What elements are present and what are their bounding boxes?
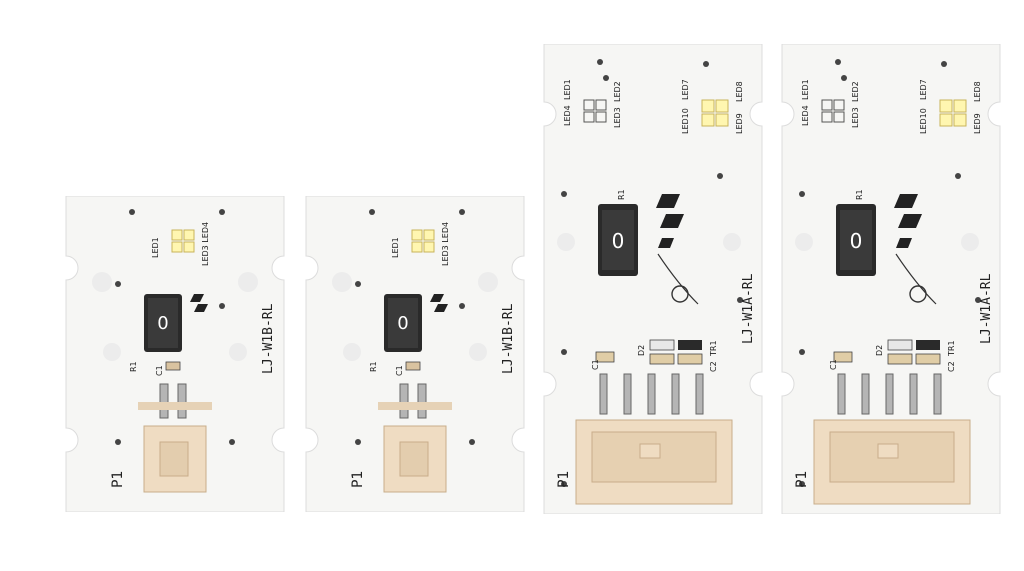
resistor-label: R1	[617, 189, 626, 200]
resistor-value: 0	[612, 229, 625, 253]
led-label-9: LED9	[735, 113, 744, 134]
led-board-3: LED4 LED1 LED3 LED2 LED10 LED7 LED9 LED8…	[540, 44, 766, 514]
led-label-10: LED10	[919, 108, 928, 134]
capacitor-label: C1	[395, 365, 404, 376]
led-label-3: LED3	[851, 107, 860, 128]
transistor-label: TR1	[947, 340, 956, 357]
model-label: LJ-W1B-RL	[501, 303, 516, 374]
resistor-label: R1	[129, 361, 138, 372]
led-label-4: LED4	[801, 105, 810, 126]
diode-label: D2	[637, 345, 646, 356]
capacitor-label: C1	[591, 359, 600, 370]
led-label-8: LED8	[735, 81, 744, 102]
led-board-2: LED1 LED3 LED4 0 R1 C1 P1 LJ-W1B-RL	[302, 196, 528, 512]
model-label: LJ-W1B-RL	[261, 303, 276, 374]
led-label-a: LED1	[151, 237, 160, 258]
led-label-1: LED1	[801, 79, 810, 100]
connector-label: P1	[556, 471, 572, 488]
resistor-label: R1	[369, 361, 378, 372]
led-label-2: LED2	[613, 81, 622, 102]
led-label-b: LED3 LED4	[441, 222, 450, 266]
led-board-1: LED1 LED3 LED4 0 R1 C1 P1 LJ-W1B-RL	[62, 196, 288, 512]
diode-label: D2	[875, 345, 884, 356]
resistor-value: 0	[850, 229, 863, 253]
led-label-a: LED1	[391, 237, 400, 258]
resistor-value: 0	[157, 313, 168, 334]
model-label: LJ-W1A-RL	[979, 273, 994, 344]
led-label-8: LED8	[973, 81, 982, 102]
capacitor-label: C1	[829, 359, 838, 370]
c2-label: C2	[947, 361, 956, 372]
brand-logo-icon	[430, 294, 448, 312]
connector-label: P1	[350, 471, 366, 488]
led-board-4: LED4 LED1 LED3 LED2 LED10 LED7 LED9 LED8…	[778, 44, 1004, 514]
connector-label: P1	[794, 471, 810, 488]
resistor-value: 0	[397, 313, 408, 334]
connector-label: P1	[110, 471, 126, 488]
led-label-7: LED7	[919, 79, 928, 100]
transistor-label: TR1	[709, 340, 718, 357]
c2-label: C2	[709, 361, 718, 372]
brand-logo-icon	[190, 294, 208, 312]
led-label-10: LED10	[681, 108, 690, 134]
model-label: LJ-W1A-RL	[741, 273, 756, 344]
led-label-4: LED4	[563, 105, 572, 126]
resistor-label: R1	[855, 189, 864, 200]
led-label-b: LED3 LED4	[201, 222, 210, 266]
led-label-3: LED3	[613, 107, 622, 128]
led-label-1: LED1	[563, 79, 572, 100]
brand-logo-icon	[656, 194, 684, 248]
capacitor-label: C1	[155, 365, 164, 376]
led-label-9: LED9	[973, 113, 982, 134]
brand-logo-icon	[894, 194, 922, 248]
led-label-2: LED2	[851, 81, 860, 102]
led-label-7: LED7	[681, 79, 690, 100]
